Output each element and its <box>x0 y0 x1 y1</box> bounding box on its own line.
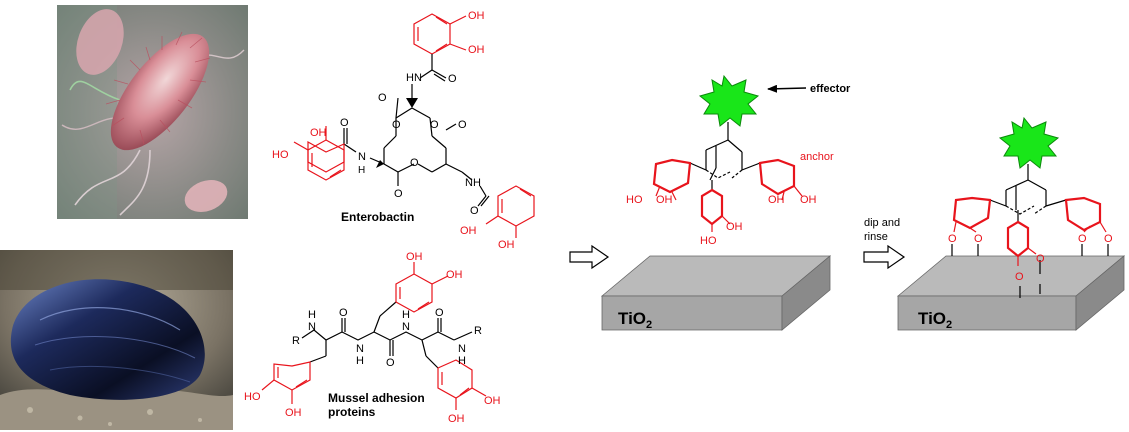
effector-star-left <box>698 74 760 127</box>
ent-o-6: O <box>340 117 349 129</box>
ent-oh-right-1: OH <box>460 225 477 237</box>
mp-n-right: N <box>458 343 466 355</box>
mp-oh-left: OH <box>285 407 302 419</box>
ent-h-left: H <box>358 165 365 176</box>
mp-h-mid: H <box>356 355 364 367</box>
hollow-arrow-1 <box>569 244 610 270</box>
mp-h-mid2: H <box>402 309 410 321</box>
left-oh-4: OH <box>726 221 743 233</box>
tripod-right <box>951 164 1109 298</box>
slab-left <box>600 255 832 331</box>
ent-ho-left: HO <box>272 149 289 161</box>
ent-oh-1: OH <box>468 10 485 22</box>
mp-o-1: O <box>339 307 348 319</box>
ent-o-1: O <box>448 73 457 85</box>
mp-o-3: O <box>435 307 444 319</box>
mp-oh-right-2: OH <box>484 395 501 407</box>
ent-oh-2: OH <box>468 44 485 56</box>
tripod-right-labels: O O O O O O <box>948 233 1113 283</box>
enterobactin-name: Enterobactin <box>341 210 414 224</box>
mp-r-right: R <box>474 325 482 337</box>
mp-o-2: O <box>386 357 395 369</box>
right-o-2: O <box>974 233 983 245</box>
ent-o-3: O <box>392 119 401 131</box>
bacterium-photo <box>57 5 248 219</box>
enterobactin-labels: OH OH HN O O O O O O O O N H NH O OH HO … <box>272 10 515 251</box>
mp-n-mid2: N <box>402 321 410 333</box>
left-oh-3: OH <box>800 194 817 206</box>
effector-star-right <box>998 116 1060 169</box>
mp-r-left: R <box>292 335 300 347</box>
mp-h-left: H <box>308 309 316 321</box>
tripod-left <box>652 122 803 232</box>
ent-oh-right-2: OH <box>498 239 515 251</box>
ent-nh-top: HN <box>406 72 422 84</box>
ent-o-7: O <box>410 157 419 169</box>
ent-nh-right: NH <box>465 177 481 189</box>
mussel-protein-labels: R N H O N H O N H O N H R OH OH HO OH OH… <box>244 251 501 425</box>
mp-n-mid: N <box>356 343 364 355</box>
effector-label: effector <box>810 83 851 95</box>
right-o-3: O <box>1078 233 1087 245</box>
ent-o-9: O <box>470 205 479 217</box>
enterobactin-structure <box>293 13 535 238</box>
hollow-arrow-2 <box>863 244 906 270</box>
anchor-label: anchor <box>800 151 834 163</box>
mp-oh-top-2: OH <box>446 269 463 281</box>
left-ho-1: HO <box>626 194 643 206</box>
mp-ho-left: HO <box>244 391 261 403</box>
ent-o-5: O <box>458 119 467 131</box>
ent-o-8: O <box>394 188 403 200</box>
mussel-protein-name-1: Mussel adhesion <box>328 391 425 405</box>
mussel-photo <box>0 250 233 430</box>
ent-o-4: O <box>430 119 439 131</box>
tio2-label-right: TiO2 <box>918 309 952 331</box>
left-oh-1: OH <box>656 194 673 206</box>
mp-n-left: N <box>308 321 316 333</box>
right-o-4: O <box>1104 233 1113 245</box>
effector-arrow <box>767 84 807 93</box>
tripod-left-labels: HO OH OH OH OH HO <box>626 194 817 247</box>
ent-n-left: N <box>358 151 366 163</box>
ent-o-2: O <box>378 92 387 104</box>
mp-oh-top-1: OH <box>406 251 423 263</box>
mp-oh-right-1: OH <box>448 413 465 425</box>
right-o-5: O <box>1036 253 1045 265</box>
left-oh-2: OH <box>768 194 785 206</box>
ent-oh-left: OH <box>310 127 327 139</box>
slab-right <box>896 255 1126 331</box>
tio2-label-left: TiO2 <box>618 309 652 331</box>
right-o-6: O <box>1015 271 1024 283</box>
mussel-protein-structure <box>261 262 487 410</box>
left-ho-2: HO <box>700 235 717 247</box>
step-label-2: rinse <box>864 231 888 243</box>
right-o-1: O <box>948 233 957 245</box>
mp-h-right: H <box>458 355 466 367</box>
step-label-1: dip and <box>864 217 900 229</box>
mussel-protein-name-2: proteins <box>328 405 376 419</box>
